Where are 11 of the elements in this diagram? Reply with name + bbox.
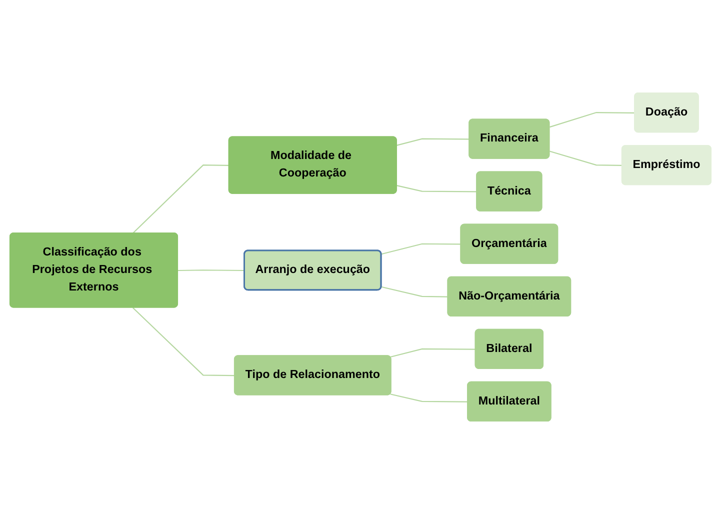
connector — [381, 243, 461, 255]
connector — [381, 286, 448, 298]
connector — [178, 270, 245, 272]
connector — [132, 307, 235, 376]
connector — [390, 394, 468, 402]
connector — [550, 112, 635, 128]
connector — [132, 164, 230, 234]
connector — [390, 348, 476, 358]
connector — [550, 150, 622, 166]
connector — [396, 138, 470, 146]
connector — [396, 185, 477, 192]
